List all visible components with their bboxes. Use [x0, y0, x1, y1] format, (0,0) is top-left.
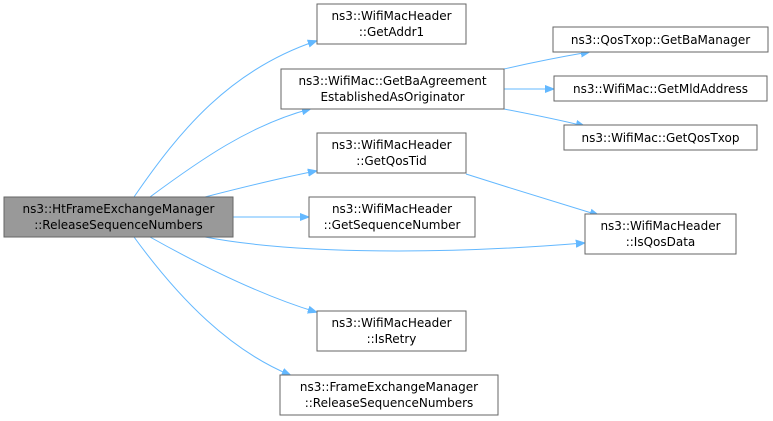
edge-root-to-isretry: [149, 236, 316, 312]
node-getbamanager-line1: ns3::QosTxop::GetBaManager: [571, 33, 750, 47]
edge-getbaagreement-to-getqostxop: [503, 108, 584, 126]
node-isretry[interactable]: ns3::WifiMacHeader ::IsRetry: [316, 310, 467, 352]
edge-root-to-getaddr1: [133, 41, 316, 198]
node-root-line2: ::ReleaseSequenceNumbers: [34, 218, 203, 232]
node-getqostid-line1: ns3::WifiMacHeader: [331, 138, 451, 152]
node-getaddr1[interactable]: ns3::WifiMacHeader ::GetAddr1: [316, 3, 467, 45]
node-getsequencenumber-line2: ::GetSequenceNumber: [324, 218, 461, 232]
node-getsequencenumber-line1: ns3::WifiMacHeader: [332, 202, 452, 216]
node-isqosdata[interactable]: ns3::WifiMacHeader ::IsQosData: [584, 213, 737, 255]
node-root-line1: ns3::HtFrameExchangeManager: [23, 202, 215, 216]
edge-getqostid-to-isqosdata: [465, 173, 598, 215]
node-getaddr1-line1: ns3::WifiMacHeader: [331, 9, 451, 23]
edge-root-to-getqostid: [204, 171, 316, 198]
node-getmldaddress[interactable]: ns3::WifiMac::GetMldAddress: [553, 75, 768, 102]
node-fem-release[interactable]: ns3::FrameExchangeManager ::ReleaseSeque…: [279, 374, 499, 416]
edge-root-to-fem-release: [133, 236, 290, 375]
node-isqosdata-line1: ns3::WifiMacHeader: [600, 219, 720, 233]
node-isretry-line1: ns3::WifiMacHeader: [331, 316, 451, 330]
node-getqostxop[interactable]: ns3::WifiMac::GetQosTxop: [563, 124, 758, 151]
edge-getbaagreement-to-getbamanager: [503, 52, 589, 70]
node-getqostid[interactable]: ns3::WifiMacHeader ::GetQosTid: [316, 132, 467, 174]
node-getmldaddress-line1: ns3::WifiMac::GetMldAddress: [573, 82, 748, 96]
node-getbamanager[interactable]: ns3::QosTxop::GetBaManager: [552, 26, 769, 53]
node-fem-release-line1: ns3::FrameExchangeManager: [300, 380, 478, 394]
node-isqosdata-line2: ::IsQosData: [626, 235, 696, 249]
node-getqostxop-line1: ns3::WifiMac::GetQosTxop: [582, 131, 740, 145]
node-isretry-line2: ::IsRetry: [367, 332, 417, 346]
edge-root-to-isqosdata: [204, 236, 584, 252]
node-getqostid-line2: ::GetQosTid: [356, 154, 426, 168]
node-getbaagreement-line1: ns3::WifiMac::GetBaAgreement: [298, 74, 486, 88]
edges: [133, 41, 598, 375]
node-root[interactable]: ns3::HtFrameExchangeManager ::ReleaseSeq…: [3, 196, 234, 238]
node-getbaagreement[interactable]: ns3::WifiMac::GetBaAgreement Established…: [280, 68, 505, 110]
node-getaddr1-line2: ::GetAddr1: [359, 25, 424, 39]
node-getbaagreement-line2: EstablishedAsOriginator: [320, 90, 464, 104]
node-fem-release-line2: ::ReleaseSequenceNumbers: [305, 396, 474, 410]
edge-root-to-getbaagreement: [149, 109, 310, 198]
node-getsequencenumber[interactable]: ns3::WifiMacHeader ::GetSequenceNumber: [308, 196, 476, 238]
